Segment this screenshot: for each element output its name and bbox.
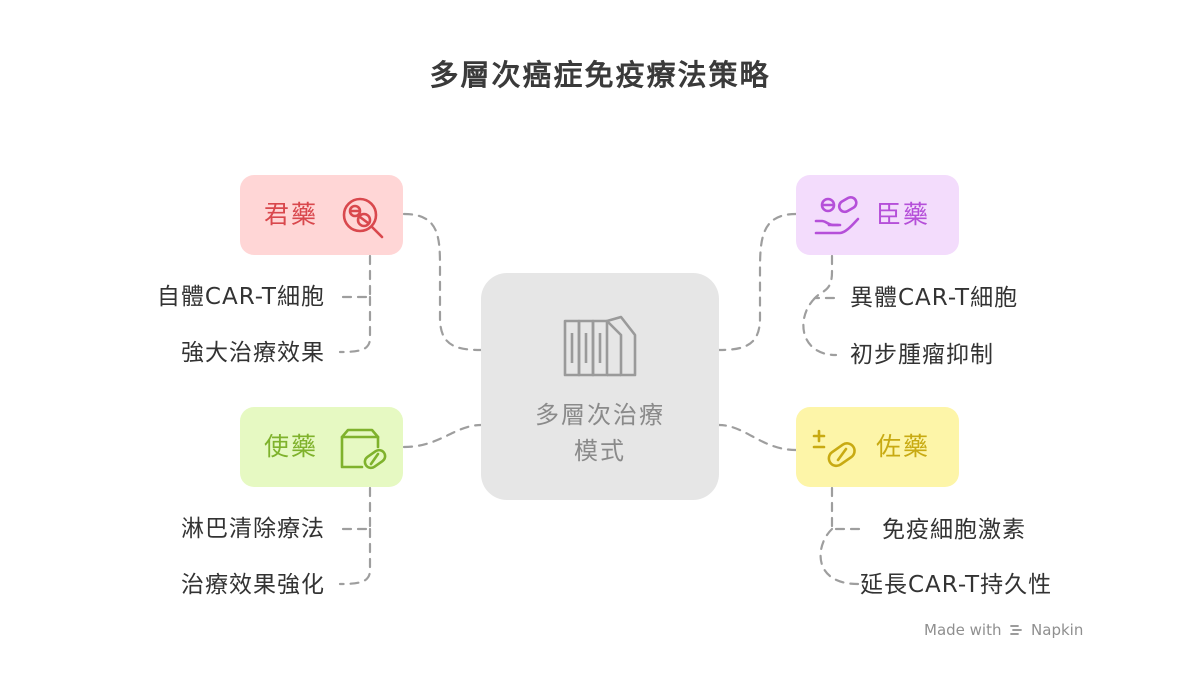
center-node: 多層次治療 模式 xyxy=(481,273,719,500)
jun-item-2: 強大治療效果 xyxy=(181,340,325,366)
center-label-line-2: 模式 xyxy=(574,437,626,465)
connector-zuo xyxy=(717,423,798,452)
chen-item-1: 異體CAR-T細胞 xyxy=(850,285,1019,311)
box-pill-icon xyxy=(340,428,387,470)
connector-jun-item-2 xyxy=(338,295,372,354)
center-label-line-1: 多層次治療 xyxy=(535,401,665,429)
shi-item-1: 淋巴清除療法 xyxy=(181,516,325,542)
connector-shi-item-1 xyxy=(338,486,372,531)
made-with-napkin: Made with Napkin xyxy=(924,621,1083,639)
category-chen: 臣藥 xyxy=(796,175,959,255)
zuo-item-1: 免疫細胞激素 xyxy=(882,517,1026,543)
virus-search-icon xyxy=(342,197,384,239)
zuo-item-2: 延長CAR-T持久性 xyxy=(860,572,1053,598)
connector-jun xyxy=(402,212,483,352)
layered-columns-icon xyxy=(563,315,637,377)
connector-chen xyxy=(717,212,798,352)
category-chen-label: 臣藥 xyxy=(876,200,931,229)
hand-pills-icon xyxy=(814,196,860,235)
connector-zuo-item-2 xyxy=(819,527,860,586)
connector-jun-item-1 xyxy=(338,254,372,299)
connector-chen-item-2 xyxy=(802,296,838,357)
category-shi-label: 使藥 xyxy=(264,432,319,461)
center-label: 多層次治療 模式 xyxy=(481,397,719,469)
footer-brand: Napkin xyxy=(1031,621,1084,639)
chen-item-2: 初步腫瘤抑制 xyxy=(850,342,994,368)
category-jun-label: 君藥 xyxy=(264,200,319,229)
connector-shi-item-2 xyxy=(338,527,372,586)
category-zuo: 佐藥 xyxy=(796,407,959,487)
connector-shi xyxy=(402,423,483,449)
plus-minus-pill-icon xyxy=(812,429,856,468)
category-jun: 君藥 xyxy=(240,175,403,255)
category-shi: 使藥 xyxy=(240,407,403,487)
connector-zuo-item-1 xyxy=(830,486,862,531)
shi-item-2: 治療效果強化 xyxy=(181,572,325,598)
category-zuo-label: 佐藥 xyxy=(876,432,931,461)
diagram-title: 多層次癌症免疫療法策略 xyxy=(429,58,771,92)
napkin-logo-icon xyxy=(1010,625,1023,635)
footer-made-with: Made with xyxy=(924,621,1002,639)
jun-item-1: 自體CAR-T細胞 xyxy=(156,284,325,310)
connector-chen-item-1 xyxy=(812,254,838,300)
